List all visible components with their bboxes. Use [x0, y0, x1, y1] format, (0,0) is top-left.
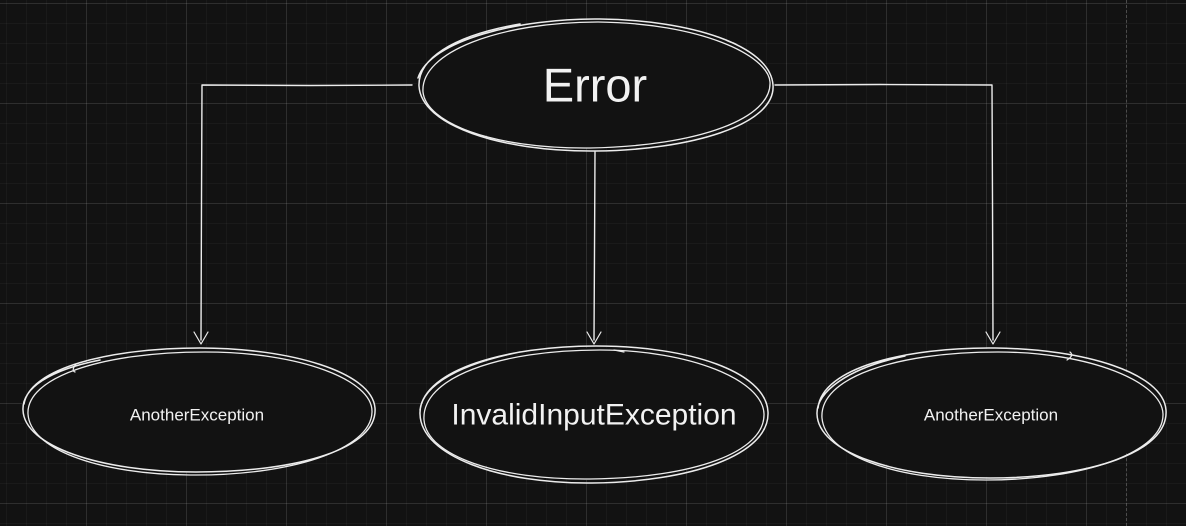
- node-another-exception-right[interactable]: AnotherException: [816, 347, 1167, 481]
- node-another-exception-left-label: AnotherException: [130, 406, 264, 425]
- connector-root-to-center[interactable]: [586, 151, 602, 345]
- node-error-label: Error: [543, 59, 647, 112]
- node-invalid-input-exception-label: InvalidInputException: [451, 399, 736, 432]
- node-error[interactable]: Error: [417, 18, 774, 152]
- node-another-exception-left[interactable]: AnotherException: [21, 347, 376, 476]
- connector-root-to-right[interactable]: [774, 83, 1001, 345]
- node-invalid-input-exception[interactable]: InvalidInputException: [419, 345, 769, 484]
- viewport-edge-guide: [1126, 0, 1127, 526]
- connector-root-to-left[interactable]: [193, 84, 413, 345]
- node-another-exception-right-label: AnotherException: [924, 406, 1058, 425]
